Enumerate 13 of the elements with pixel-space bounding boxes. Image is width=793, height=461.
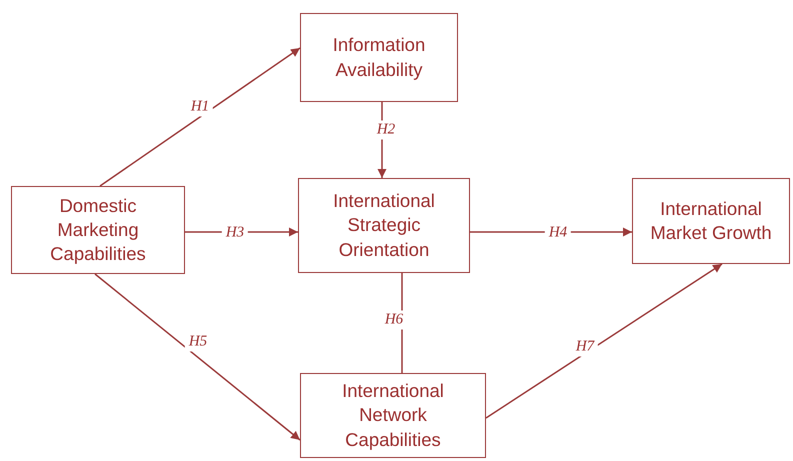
- construct-box: [298, 178, 470, 273]
- construct-label: Domestic Marketing Capabilities: [49, 194, 147, 266]
- construct-label: International Strategic Orientation: [332, 189, 436, 262]
- arrow: [94, 273, 300, 441]
- construct-box: [632, 178, 790, 264]
- construct-box: [11, 186, 185, 274]
- arrow: [100, 47, 300, 187]
- construct-label: Information Availability: [332, 33, 426, 82]
- construct-label: International Network Capabilities: [341, 379, 445, 452]
- arrow: [486, 263, 722, 419]
- construct-box: [300, 373, 486, 458]
- construct-label: International Market Growth: [649, 196, 773, 245]
- construct-box: [300, 13, 458, 102]
